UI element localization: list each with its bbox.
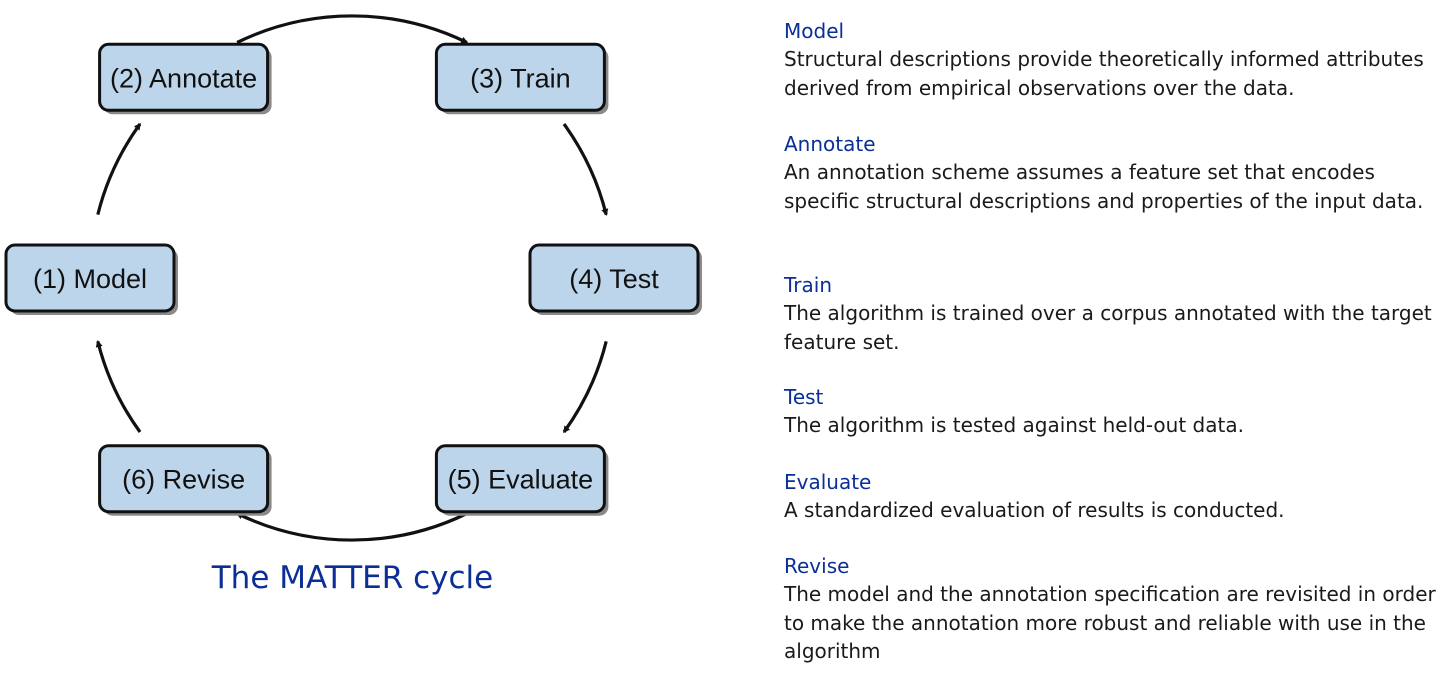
node-train: (3) Train xyxy=(434,42,609,115)
description-revise: Revise The model and the annotation spec… xyxy=(784,552,1444,666)
cycle-arrows xyxy=(95,14,609,542)
description-evaluate: Evaluate A standardized evaluation of re… xyxy=(784,468,1444,525)
description-model: Model Structural descriptions provide th… xyxy=(784,17,1444,102)
description-text: The model and the annotation specificati… xyxy=(784,582,1436,663)
description-train: Train The algorithm is trained over a co… xyxy=(784,271,1444,356)
node-model: (1) Model xyxy=(4,243,178,315)
node-box xyxy=(528,243,700,313)
cycle-arrow-model-to-annotate xyxy=(96,122,142,215)
matter-cycle-diagram: (1) Model (2) Annotate (3) Train (4) Test (5… xyxy=(4,14,702,542)
node-label: (5) Evaluate xyxy=(448,465,594,495)
description-heading: Evaluate xyxy=(784,470,872,494)
node-box xyxy=(98,444,270,514)
node-box xyxy=(434,444,606,514)
node-box xyxy=(4,243,176,313)
node-box xyxy=(434,42,606,112)
description-annotate: Annotate An annotation scheme assumes a … xyxy=(784,130,1444,215)
node-label: (1) Model xyxy=(33,264,147,294)
cycle-arrow-test-to-evaluate xyxy=(562,341,608,434)
diagram-title: The MATTER cycle xyxy=(211,560,494,596)
description-text: An annotation scheme assumes a feature s… xyxy=(784,160,1424,213)
description-heading: Train xyxy=(784,273,832,297)
description-text: A standardized evaluation of results is … xyxy=(784,498,1285,522)
node-revise: (6) Revise xyxy=(98,444,272,516)
node-annotate: (2) Annotate xyxy=(98,42,272,115)
cycle-arrow-annotate-to-train xyxy=(236,14,469,44)
node-label: (4) Test xyxy=(569,264,659,294)
node-box xyxy=(98,42,270,112)
node-evaluate: (5) Evaluate xyxy=(434,444,609,516)
cycle-arrow-evaluate-to-revise xyxy=(235,512,468,542)
node-test: (4) Test xyxy=(528,243,702,315)
description-test: Test The algorithm is tested against hel… xyxy=(784,383,1444,440)
description-text: Structural descriptions provide theoreti… xyxy=(784,47,1424,100)
description-heading: Annotate xyxy=(784,132,876,156)
cycle-nodes: (1) Model (2) Annotate (3) Train (4) Test (5… xyxy=(4,42,702,516)
description-text: The algorithm is trained over a corpus a… xyxy=(784,301,1432,354)
description-heading: Test xyxy=(784,385,824,409)
description-heading: Model xyxy=(784,19,845,43)
node-label: (3) Train xyxy=(470,63,571,93)
cycle-arrow-train-to-test xyxy=(562,123,609,216)
description-heading: Revise xyxy=(784,554,850,578)
node-label: (2) Annotate xyxy=(110,63,257,93)
cycle-arrow-revise-to-model xyxy=(95,340,142,433)
description-text: The algorithm is tested against held-out… xyxy=(784,413,1244,437)
node-label: (6) Revise xyxy=(122,465,245,495)
